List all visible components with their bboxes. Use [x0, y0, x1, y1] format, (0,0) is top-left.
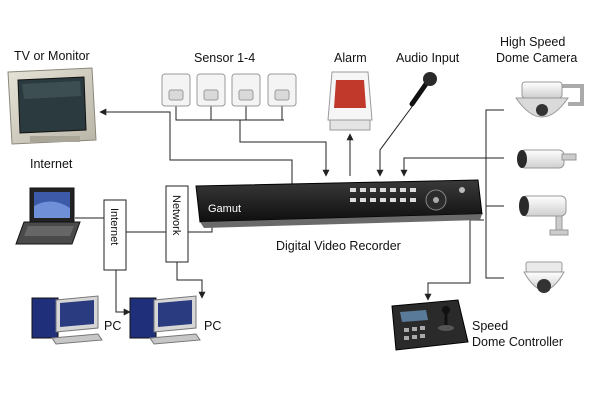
bullet-camera-2 — [519, 195, 569, 236]
microphone-icon — [409, 72, 437, 107]
bullet-camera-1 — [517, 149, 577, 169]
network-box: Network — [165, 185, 189, 263]
dome-camera-label-line2: Dome Camera — [496, 51, 577, 65]
sensor-3 — [231, 73, 261, 107]
pc-1-label: PC — [104, 319, 121, 333]
internet-vertical-label: Internet — [108, 208, 120, 245]
dvr-power-icon — [459, 187, 465, 193]
alarm-siren — [327, 71, 373, 131]
internet-box: Internet — [103, 199, 127, 271]
internet-top-label: Internet — [30, 157, 73, 171]
connection-wires — [75, 103, 504, 316]
pc-1 — [31, 295, 103, 345]
pc-2-label: PC — [204, 319, 221, 333]
digital-video-recorder: Gamut — [195, 179, 483, 228]
sensors-label: Sensor 1-4 — [194, 51, 255, 65]
dome-camera — [523, 261, 565, 293]
sensor-1 — [161, 73, 191, 107]
dvr-buttons — [350, 188, 416, 202]
high-speed-dome-camera — [515, 81, 584, 118]
dvr-label: Digital Video Recorder — [276, 239, 401, 253]
network-label: Network — [170, 195, 182, 236]
alarm-label: Alarm — [334, 51, 367, 65]
sensor-2 — [196, 73, 226, 107]
tv-monitor — [7, 67, 97, 145]
joystick-icon — [442, 306, 450, 314]
sensor-4 — [267, 73, 297, 107]
pc-2 — [129, 295, 201, 345]
audio-input-label: Audio Input — [396, 51, 460, 65]
laptop — [15, 187, 81, 245]
speed-dome-controller — [391, 299, 469, 351]
controller-label-line1: Speed — [472, 319, 508, 333]
tv-monitor-label: TV or Monitor — [14, 49, 90, 63]
controller-label-line2: Dome Controller — [472, 335, 563, 349]
dome-camera-label-line1: High Speed — [500, 35, 565, 49]
dvr-brand-label: Gamut — [208, 203, 241, 215]
